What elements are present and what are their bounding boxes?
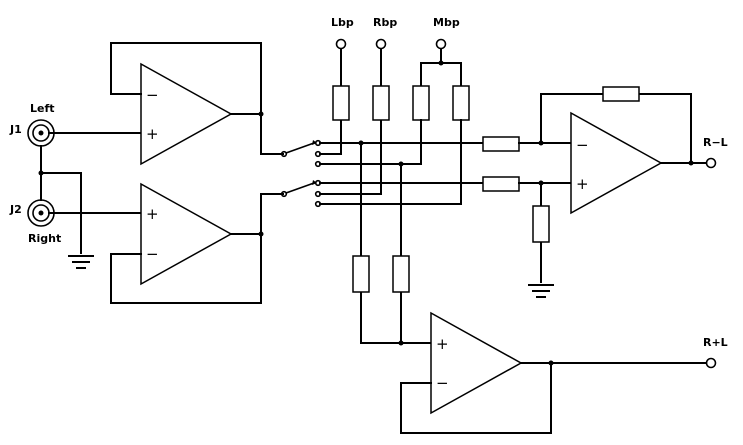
switch-right [280, 179, 322, 208]
resistor-sum-a [352, 255, 370, 293]
wire-mbp-a [319, 119, 422, 165]
label-mbp: Mbp [433, 16, 460, 29]
wire-sum-a [360, 142, 432, 344]
label-sum-out: R+L [703, 336, 728, 349]
resistor-mbp-b [452, 85, 470, 121]
resistor-rbp [372, 85, 390, 121]
label-lbp: Lbp [331, 16, 354, 29]
opamp-right-buffer: + − [140, 182, 233, 286]
resistor-diff-feedback [602, 86, 640, 102]
terminal-lbp [335, 38, 347, 50]
wire-mbp [420, 62, 462, 87]
wire-left-buffer-out [230, 113, 284, 155]
resistor-diff-in-a [482, 136, 520, 152]
svg-text:−: − [146, 245, 159, 263]
feedback-opamp-left [110, 42, 262, 115]
ground-symbol-left [68, 255, 94, 269]
resistor-lbp [332, 85, 350, 121]
resistor-diff-in-b [482, 176, 520, 192]
opamp-sum: + − [430, 311, 523, 415]
terminal-sum-out [705, 357, 717, 369]
label-rbp: Rbp [373, 16, 397, 29]
opamp-left-buffer: − + [140, 62, 233, 166]
wire-right-buffer-out [230, 193, 284, 235]
terminal-diff-out [705, 157, 717, 169]
svg-text:+: + [146, 205, 159, 223]
terminal-mbp [435, 38, 447, 50]
svg-text:+: + [576, 175, 589, 193]
svg-text:−: − [146, 86, 159, 104]
jack-j1-ref: J1 [9, 123, 22, 136]
wire-mbp-b [319, 119, 462, 205]
feedback-sum-amp [400, 362, 552, 434]
jack-j1-label: Left [30, 102, 55, 115]
svg-text:+: + [436, 335, 449, 353]
label-diff-out: R−L [703, 136, 728, 149]
svg-text:−: − [436, 374, 449, 392]
resistor-mbp-a [412, 85, 430, 121]
jack-j2-ref: J2 [9, 203, 22, 216]
ground-symbol-right [528, 284, 554, 298]
switch-left [280, 139, 322, 168]
ground-wire-left [40, 172, 82, 254]
terminal-rbp [375, 38, 387, 50]
wire-lbp [319, 48, 342, 155]
resistor-sum-b [392, 255, 410, 293]
wire-rbp [319, 48, 382, 195]
jack-j2-label: Right [28, 232, 61, 245]
feedback-diff-amp [540, 93, 692, 164]
feedback-opamp-right [110, 233, 262, 304]
opamp-difference: − + [570, 111, 663, 215]
resistor-diff-ground [532, 205, 550, 243]
svg-text:+: + [146, 125, 159, 143]
svg-text:−: − [576, 136, 589, 154]
